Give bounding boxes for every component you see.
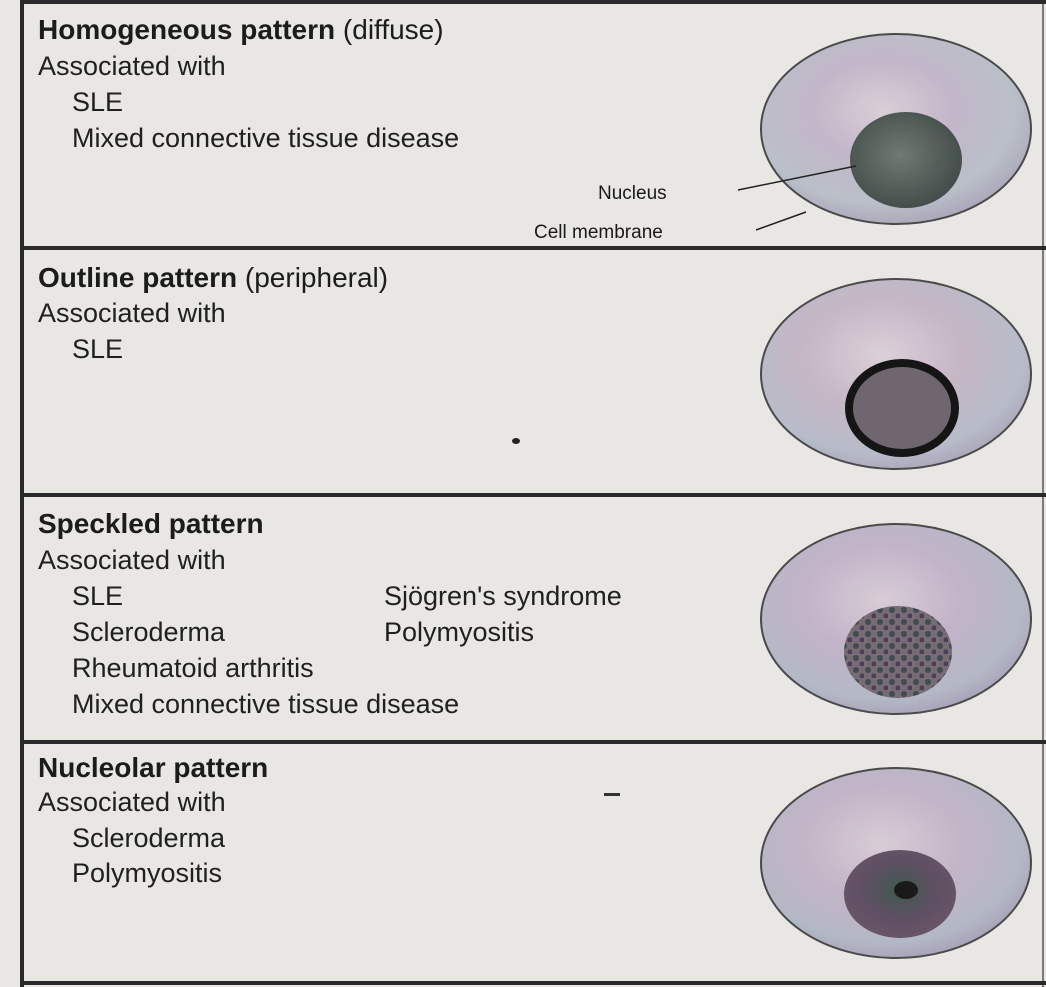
speckled-nucleus — [844, 606, 952, 698]
disease-item: SLE — [72, 580, 123, 612]
associated-label: Associated with — [38, 544, 226, 576]
pattern-title: Homogeneous pattern (diffuse) — [38, 14, 444, 46]
disease-item: Polymyositis — [384, 616, 534, 648]
bottom-border — [20, 981, 1046, 985]
disease-item: SLE — [72, 86, 123, 118]
pattern-qualifier: (peripheral) — [245, 262, 388, 293]
cell-diagram-outline — [756, 278, 1036, 478]
disease-item: Polymyositis — [72, 857, 222, 889]
divider-2 — [20, 493, 1046, 497]
nucleus-label: Nucleus — [598, 183, 667, 205]
pattern-name: Nucleolar pattern — [38, 752, 268, 783]
pattern-title: Outline pattern (peripheral) — [38, 262, 388, 294]
pattern-name: Speckled pattern — [38, 508, 264, 539]
disease-item: Scleroderma — [72, 616, 225, 648]
disease-item: Mixed connective tissue disease — [72, 122, 459, 154]
disease-item: Rheumatoid arthritis — [72, 652, 314, 684]
associated-label: Associated with — [38, 786, 226, 818]
disease-item: Scleroderma — [72, 822, 225, 854]
disease-item: Mixed connective tissue disease — [72, 688, 459, 720]
nucleus — [850, 112, 962, 208]
cell-membrane-label: Cell membrane — [534, 222, 663, 244]
associated-label: Associated with — [38, 50, 226, 82]
pattern-title: Nucleolar pattern — [38, 752, 268, 784]
disease-item: SLE — [72, 333, 123, 365]
cell-diagram-nucleolar — [756, 766, 1036, 971]
nucleus-outline — [849, 363, 955, 453]
pattern-qualifier: (diffuse) — [343, 14, 444, 45]
associated-label: Associated with — [38, 297, 226, 329]
pattern-name: Outline pattern — [38, 262, 237, 293]
nucleolus — [894, 881, 918, 899]
pattern-title: Speckled pattern — [38, 508, 264, 540]
divider-1 — [20, 246, 1046, 250]
membrane-pointer — [756, 212, 806, 230]
top-border — [20, 0, 1046, 4]
cell-diagram-homogeneous — [756, 32, 1036, 242]
divider-3 — [20, 740, 1046, 744]
dash-artifact — [604, 793, 620, 796]
pattern-name: Homogeneous pattern — [38, 14, 335, 45]
disease-item: Sjögren's syndrome — [384, 580, 622, 612]
speck-artifact — [512, 438, 520, 444]
cell-diagram-speckled — [756, 522, 1036, 727]
